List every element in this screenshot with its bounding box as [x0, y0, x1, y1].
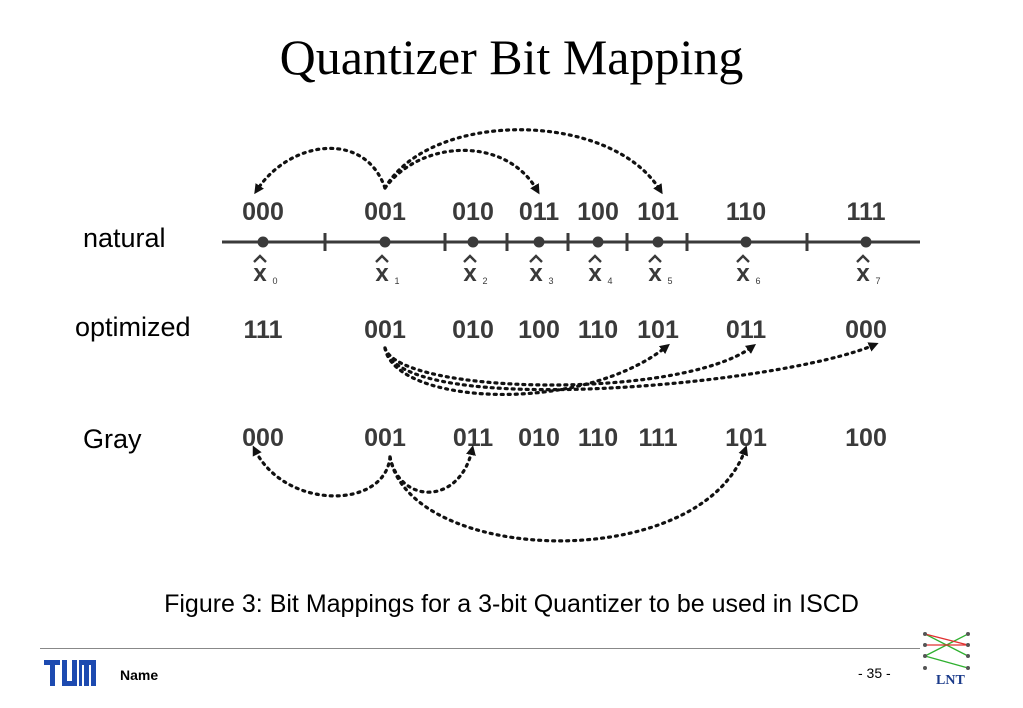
- reconstruction-label: x: [463, 260, 477, 287]
- page-number: - 35 -: [858, 665, 891, 681]
- tum-logo: [44, 658, 96, 688]
- gray-label: Gray: [83, 424, 142, 454]
- optimized-arrow-001-to-000: [383, 342, 879, 392]
- reconstruction-point: [592, 236, 604, 248]
- gray-code: 001: [364, 424, 406, 452]
- optimized-code: 010: [452, 316, 494, 344]
- lnt-logo: LNT: [923, 632, 970, 688]
- figure-caption: Figure 3: Bit Mappings for a 3-bit Quant…: [164, 590, 859, 618]
- reconstruction-label: x: [588, 260, 602, 287]
- reconstruction-label: x: [253, 260, 267, 287]
- reconstruction-subscript: 2: [482, 276, 487, 286]
- optimized-arrow-001-to-101: [383, 343, 670, 397]
- optimized-code: 000: [845, 316, 887, 344]
- optimized-code: 110: [578, 316, 618, 344]
- reconstruction-label: x: [375, 260, 389, 287]
- reconstruction-point: [467, 236, 479, 248]
- optimized-arrow-001-to-011: [383, 344, 757, 387]
- reconstruction-subscript: 0: [272, 276, 277, 286]
- hat-accent: [648, 254, 662, 263]
- gray-code: 100: [845, 424, 887, 452]
- natural-label: natural: [83, 223, 166, 253]
- reconstruction-label: x: [856, 260, 870, 287]
- reconstruction-subscript: 3: [548, 276, 553, 286]
- footer-name: Name: [120, 667, 159, 683]
- optimized-code: 001: [364, 316, 406, 344]
- optimized-code: 100: [518, 316, 560, 344]
- mapping-arrows: [252, 128, 879, 543]
- natural-arrow-001-to-101: [383, 128, 663, 195]
- reconstruction-subscript: 5: [667, 276, 672, 286]
- reconstruction-point: [740, 236, 752, 248]
- gray-arrow-001-to-000: [252, 445, 392, 498]
- natural-code: 101: [637, 198, 679, 226]
- natural-code: 110: [726, 198, 766, 226]
- hat-accent: [463, 254, 477, 263]
- decision-boundaries: [323, 233, 809, 251]
- natural-code: 111: [847, 198, 886, 226]
- slide-title: Quantizer Bit Mapping: [279, 29, 744, 85]
- reconstruction-subscript: 6: [755, 276, 760, 286]
- optimized-label: optimized: [75, 312, 191, 342]
- reconstruction-subscript: 7: [875, 276, 880, 286]
- reconstruction-point: [860, 236, 872, 248]
- gray-code: 111: [639, 424, 678, 452]
- gray-code: 011: [453, 424, 493, 452]
- gray-code: 110: [578, 424, 618, 452]
- hat-accent: [375, 254, 389, 263]
- hat-accent: [588, 254, 602, 263]
- natural-arrow-001-to-011: [383, 148, 540, 195]
- reconstruction-point: [379, 236, 391, 248]
- optimized-code: 111: [244, 316, 283, 344]
- hat-accent: [253, 254, 267, 263]
- hat-accent: [736, 254, 750, 263]
- natural-code: 001: [364, 198, 406, 226]
- reconstruction-subscript: 4: [607, 276, 612, 286]
- optimized-code: 011: [726, 316, 766, 344]
- natural-code: 000: [242, 198, 284, 226]
- natural-arrow-001-to-000: [254, 146, 387, 195]
- gray-arrow-001-to-101: [388, 445, 748, 543]
- natural-code: 100: [577, 198, 619, 226]
- hat-accent: [856, 254, 870, 263]
- optimized-code: 101: [637, 316, 679, 344]
- reconstruction-label: x: [529, 260, 543, 287]
- gray-code: 101: [725, 424, 767, 452]
- footer-divider: [40, 648, 920, 649]
- hat-accent: [529, 254, 543, 263]
- reconstruction-point: [257, 236, 269, 248]
- reconstruction-subscript: 1: [394, 276, 399, 286]
- gray-code: 010: [518, 424, 560, 452]
- gray-code: 000: [242, 424, 284, 452]
- natural-code: 011: [519, 198, 559, 226]
- reconstruction-label: x: [648, 260, 662, 287]
- reconstruction-label: x: [736, 260, 750, 287]
- reconstruction-point: [652, 236, 664, 248]
- lnt-logo-text: LNT: [936, 673, 965, 688]
- reconstruction-point: [533, 236, 545, 248]
- gray-arrow-001-to-011: [388, 445, 476, 494]
- natural-code: 010: [452, 198, 494, 226]
